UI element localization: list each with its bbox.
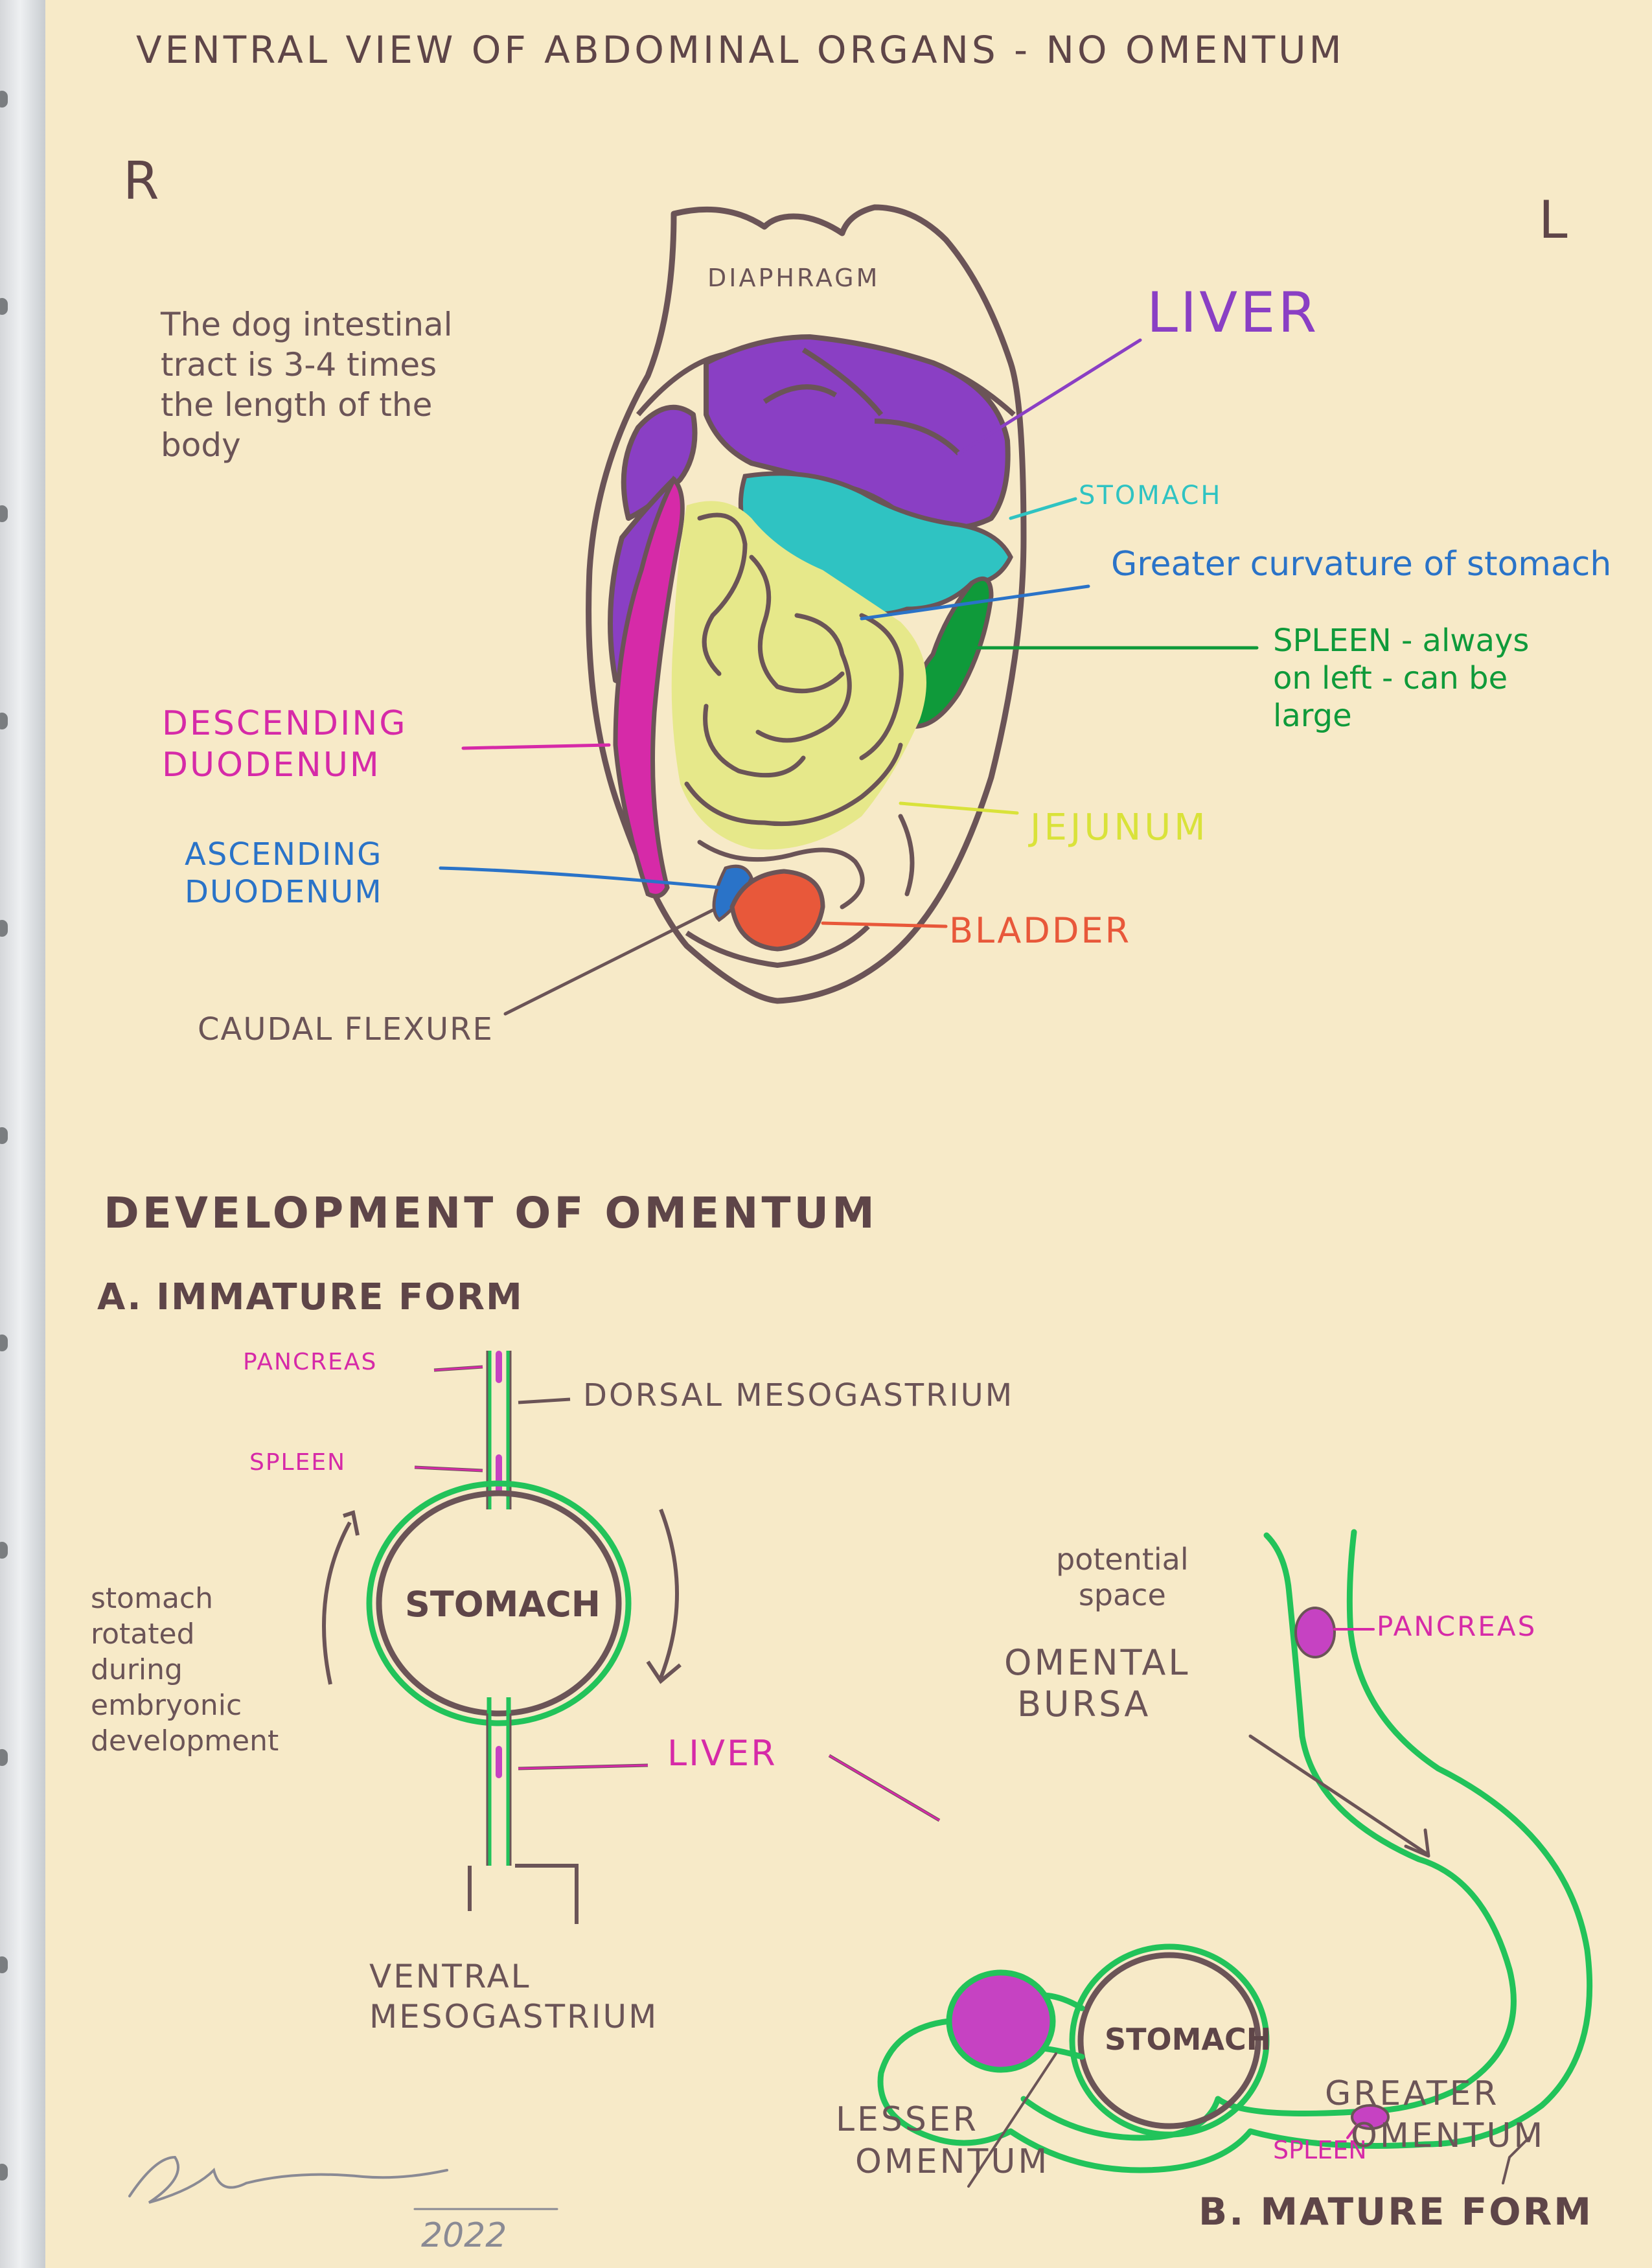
binder-hole	[0, 713, 8, 729]
spleen-label-line: large	[1273, 698, 1352, 734]
note-line: tract is 3-4 times	[161, 346, 437, 384]
greater-omentum-line: OMENTUM	[1351, 2116, 1546, 2155]
immature-title: A. IMMATURE FORM	[97, 1276, 523, 1318]
descending-duodenum-line: DESCENDING	[162, 704, 407, 743]
lesser-omentum-line: OMENTUM	[855, 2142, 1050, 2181]
rotation-note-line: stomach	[91, 1582, 213, 1615]
lesser-omentum-label: LESSER OMENTUM	[836, 2099, 1050, 2183]
greater-omentum-line: GREATER	[1325, 2074, 1500, 2113]
mature-title: B. MATURE FORM	[1199, 2190, 1593, 2234]
bladder-organ	[729, 869, 825, 952]
intestine-length-note: The dog intestinal tract is 3-4 times th…	[161, 304, 453, 465]
ascending-duodenum-line: DUODENUM	[185, 874, 383, 910]
mature-diagram	[877, 1529, 1593, 2188]
greater-curvature-label: Greater curvature of stomach	[1111, 545, 1612, 584]
rotation-note-line: rotated	[91, 1618, 195, 1651]
omental-bursa-line: BURSA	[1017, 1684, 1151, 1724]
binder-hole	[0, 91, 8, 108]
left-side-marker: L	[1539, 190, 1568, 250]
mature-stomach-label: STOMACH	[1105, 2022, 1272, 2057]
spleen-label: SPLEEN - always on left - can be large	[1273, 622, 1529, 735]
liver-label: LIVER	[1147, 281, 1320, 345]
ventral-mesogastrium-line: VENTRAL	[369, 1958, 531, 1995]
binder-hole	[0, 1127, 8, 1144]
binder-hole	[0, 2164, 8, 2181]
greater-omentum-label: GREATER OMENTUM	[1325, 2073, 1545, 2157]
binder-hole	[0, 1749, 8, 1766]
jejunum-coils	[671, 501, 926, 922]
rotation-note: stomach rotated during embryonic develop…	[91, 1581, 279, 1759]
spleen-organ	[904, 576, 994, 729]
immature-pancreas-label: PANCREAS	[243, 1349, 378, 1375]
rotation-note-line: development	[91, 1724, 279, 1758]
rotation-note-line: during	[91, 1653, 183, 1686]
rotation-note-line: embryonic	[91, 1689, 242, 1722]
diaphragm-label: DIAPHRAGM	[707, 264, 880, 292]
stomach-label: STOMACH	[1079, 481, 1222, 510]
immature-stomach-label: STOMACH	[405, 1584, 601, 1625]
descending-duodenum-organ	[613, 475, 685, 899]
descending-duodenum-label: DESCENDING DUODENUM	[162, 703, 407, 786]
note-line: body	[161, 426, 241, 464]
page-title: VENTRAL VIEW OF ABDOMINAL ORGANS - NO OM…	[136, 28, 1345, 72]
potential-space-line: space	[1078, 1577, 1166, 1612]
right-side-marker: R	[123, 151, 159, 211]
bladder-label: BLADDER	[949, 910, 1132, 951]
binder-hole	[0, 920, 8, 937]
immature-diagram	[322, 1351, 941, 1924]
binder-hole	[0, 1542, 8, 1559]
immature-spleen-label: SPLEEN	[249, 1449, 347, 1476]
potential-space-label: potential space	[1056, 1542, 1189, 1613]
ascending-duodenum-line: ASCENDING	[185, 836, 383, 873]
immature-liver-label: LIVER	[667, 1733, 777, 1774]
caudal-flexure-label: CAUDAL FLEXURE	[198, 1011, 494, 1048]
spleen-label-line: on left - can be	[1273, 660, 1508, 696]
mature-pancreas-label: PANCREAS	[1377, 1610, 1537, 1642]
top-leader-lines	[439, 338, 1259, 1016]
note-line: the length of the	[161, 386, 433, 424]
lesser-omentum-line: LESSER	[836, 2100, 979, 2139]
section-title: DEVELOPMENT OF OMENTUM	[104, 1188, 878, 1238]
abdomen-outline	[586, 204, 1027, 1004]
ventral-mesogastrium-label: VENTRAL MESOGASTRIUM	[369, 1956, 658, 2037]
mature-spleen-label: SPLEEN	[1273, 2136, 1367, 2164]
signature	[128, 2155, 558, 2210]
signature-year: 2022	[421, 2216, 507, 2255]
binder-hole	[0, 298, 8, 315]
descending-duodenum-line: DUODENUM	[162, 746, 381, 785]
dorsal-mesogastrium-label: DORSAL MESOGASTRIUM	[583, 1377, 1015, 1414]
binder-hole	[0, 1334, 8, 1351]
spleen-label-line: SPLEEN - always	[1273, 623, 1530, 659]
ascending-duodenum-label: ASCENDING DUODENUM	[185, 836, 383, 911]
potential-space-line: potential	[1056, 1542, 1189, 1577]
omental-bursa-line: OMENTAL	[1004, 1642, 1191, 1683]
pelvic-outline	[685, 924, 870, 968]
omental-bursa-label: OMENTAL BURSA	[1004, 1642, 1190, 1725]
ventral-mesogastrium-line: MESOGASTRIUM	[369, 1998, 659, 2035]
binder-hole	[0, 1956, 8, 1973]
binder-hole	[0, 505, 8, 522]
jejunum-label: JEJUNUM	[1030, 807, 1209, 849]
binder-strip	[0, 0, 45, 2268]
note-line: The dog intestinal	[161, 306, 453, 343]
